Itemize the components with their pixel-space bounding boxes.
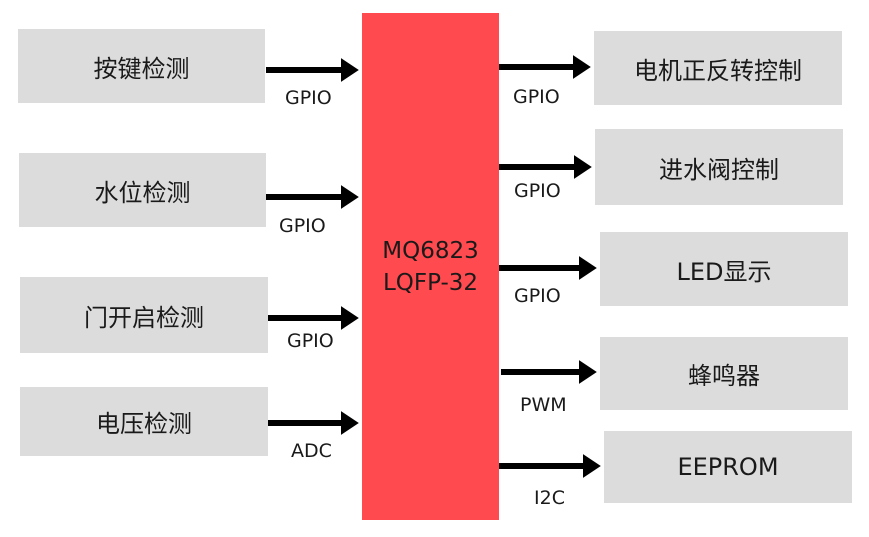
mcu-part-number: MQ6823 — [382, 237, 479, 264]
output-block-buzzer: 蜂鸣器 — [600, 337, 848, 410]
bus-label-eeprom: I2C — [534, 487, 565, 509]
input-block-water-level-detect: 水位检测 — [19, 153, 266, 227]
output-block-led-display: LED显示 — [600, 232, 848, 306]
input-block-key-detect: 按键检测 — [18, 29, 265, 103]
bus-label-valve: GPIO — [514, 180, 561, 202]
input-block-voltage-detect: 电压检测 — [20, 387, 268, 456]
bus-label-water: GPIO — [279, 215, 326, 237]
bus-label-motor: GPIO — [513, 86, 560, 108]
bus-label-key: GPIO — [285, 87, 332, 109]
output-block-inlet-valve-control: 进水阀控制 — [595, 129, 843, 205]
input-block-door-open-detect: 门开启检测 — [20, 277, 268, 353]
output-block-motor-control: 电机正反转控制 — [594, 31, 842, 105]
bus-label-voltage: ADC — [291, 440, 332, 462]
bus-label-door: GPIO — [287, 330, 334, 352]
mcu-block: MQ6823 LQFP-32 — [362, 13, 499, 520]
output-block-eeprom: EEPROM — [604, 431, 852, 503]
bus-label-buzzer: PWM — [520, 394, 567, 416]
bus-label-led: GPIO — [514, 285, 561, 307]
mcu-package: LQFP-32 — [382, 269, 479, 296]
